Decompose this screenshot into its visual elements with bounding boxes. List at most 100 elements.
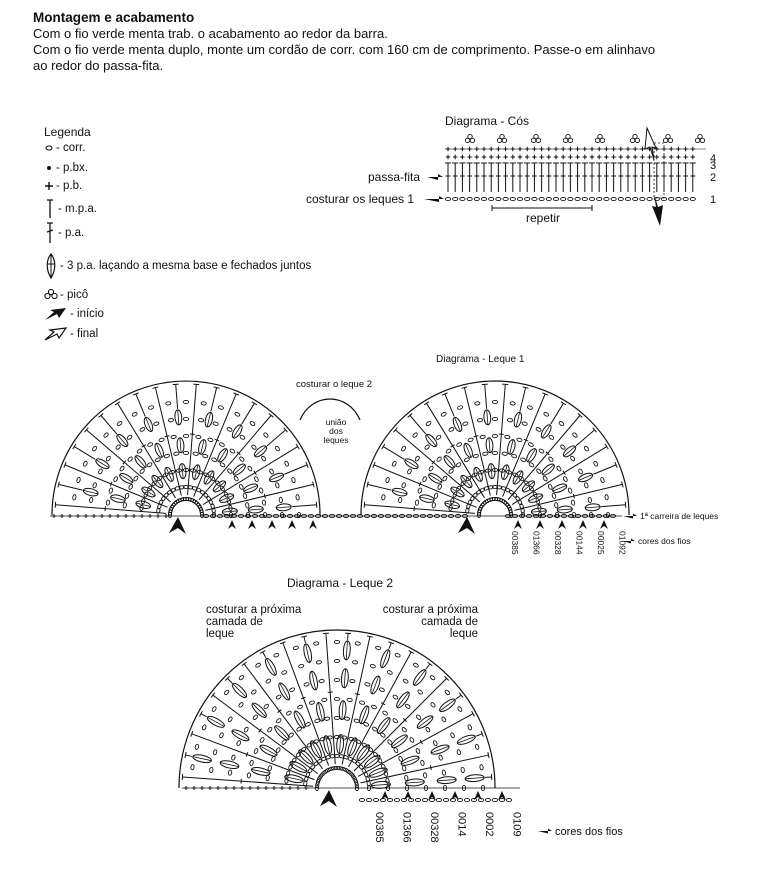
single-crochet bbox=[661, 154, 667, 160]
fan-outline bbox=[178, 629, 496, 789]
single-crochet bbox=[264, 786, 268, 790]
chain-stitch bbox=[218, 442, 225, 447]
picot-stitch bbox=[665, 133, 671, 140]
legend-item-start: - início bbox=[44, 307, 104, 321]
chain-stitch bbox=[108, 487, 114, 494]
cluster-stitch bbox=[154, 442, 164, 458]
chain-stitch bbox=[479, 434, 486, 440]
cluster-stitch bbox=[487, 463, 496, 480]
chain-stitch bbox=[236, 740, 242, 747]
cluster-stitch bbox=[460, 474, 473, 489]
cluster-stitch bbox=[309, 670, 319, 691]
chain-stitch bbox=[560, 196, 567, 202]
single-crochet bbox=[669, 146, 674, 152]
color-code-4: 00025 bbox=[596, 531, 606, 555]
chain-stitch bbox=[246, 772, 251, 779]
chain-stitch bbox=[401, 482, 406, 489]
chain-stitch bbox=[528, 485, 534, 492]
cos-double-crochet bbox=[560, 162, 567, 192]
picot-stitch bbox=[533, 133, 539, 140]
single-crochet bbox=[467, 154, 472, 160]
cluster-stitch bbox=[164, 466, 174, 482]
chain-stitch bbox=[251, 513, 259, 519]
color-start-arrow bbox=[498, 791, 506, 800]
chain-stitch bbox=[187, 485, 194, 490]
picot-stitch bbox=[694, 137, 701, 144]
cluster-stitch bbox=[116, 433, 129, 448]
fan-ray bbox=[575, 427, 597, 447]
chain-stitch bbox=[405, 513, 413, 519]
chain-stitch bbox=[440, 412, 447, 417]
chain-stitch bbox=[469, 495, 475, 502]
chain-stitch bbox=[284, 460, 289, 467]
chain-stitch bbox=[459, 196, 466, 202]
cluster-core bbox=[343, 668, 346, 688]
chain-stitch bbox=[175, 498, 182, 504]
chain-stitch bbox=[343, 767, 349, 773]
single-crochet bbox=[561, 154, 566, 160]
fan-ray bbox=[210, 692, 319, 775]
half-double-crochet-icon bbox=[47, 199, 53, 218]
chain-stitch bbox=[113, 476, 118, 483]
picot-stitch bbox=[662, 137, 669, 144]
chain-stitch bbox=[521, 421, 528, 426]
cluster-stitch bbox=[363, 754, 381, 769]
chain-stitch bbox=[333, 715, 341, 721]
chain-stitch bbox=[89, 496, 94, 504]
chain-stitch bbox=[588, 513, 596, 519]
chain-stitch bbox=[516, 196, 524, 202]
chain-stitch bbox=[682, 196, 689, 202]
slip-stitch-icon bbox=[47, 166, 51, 170]
fan-ray bbox=[481, 383, 488, 409]
chain-stitch bbox=[265, 678, 272, 684]
cluster-core bbox=[339, 734, 342, 754]
chain-stitch bbox=[166, 489, 173, 495]
chain-stitch bbox=[498, 797, 506, 803]
cluster-stitch bbox=[396, 691, 410, 709]
chain-stitch bbox=[402, 765, 407, 772]
cos-double-crochet bbox=[639, 162, 646, 192]
cos-double-crochet bbox=[445, 162, 451, 192]
chain-stitch bbox=[675, 196, 682, 202]
chain-stitch bbox=[242, 492, 248, 499]
fan-ray bbox=[357, 710, 475, 777]
chain-stitch bbox=[298, 663, 305, 669]
chain-stitch bbox=[554, 502, 559, 509]
uniao-line-2: dos bbox=[329, 426, 343, 436]
chain-stitch bbox=[554, 511, 560, 519]
cos-double-crochet bbox=[553, 162, 559, 192]
cluster-stitch bbox=[512, 470, 524, 485]
chain-stitch bbox=[595, 513, 603, 519]
chain-stitch bbox=[355, 739, 362, 744]
chain-stitch bbox=[484, 468, 491, 473]
cores-label-2: cores dos fios bbox=[555, 826, 623, 838]
cos-double-crochet bbox=[653, 162, 660, 192]
cos-double-crochet bbox=[538, 162, 545, 192]
chain-stitch bbox=[307, 767, 313, 774]
chain-stitch bbox=[172, 501, 178, 507]
chain-stitch bbox=[228, 511, 234, 519]
chain-stitch bbox=[202, 453, 209, 459]
cos-double-crochet bbox=[567, 162, 574, 192]
chain-stitch bbox=[305, 722, 311, 727]
chain-stitch bbox=[456, 797, 464, 803]
chain-stitch bbox=[603, 196, 610, 202]
chain-stitch bbox=[157, 503, 162, 510]
chain-stitch bbox=[483, 486, 490, 491]
cluster-core bbox=[305, 643, 311, 663]
chain-stitch bbox=[227, 468, 233, 474]
cos-double-crochet bbox=[581, 162, 588, 192]
cluster-stitch bbox=[368, 767, 388, 778]
cluster-core bbox=[515, 412, 521, 428]
chain-stitch bbox=[476, 511, 482, 519]
single-crochet bbox=[575, 146, 580, 152]
chain-stitch bbox=[487, 497, 494, 502]
chain-stitch bbox=[477, 797, 485, 803]
chain-stitch bbox=[167, 511, 173, 519]
row-start-arrow bbox=[288, 520, 296, 529]
cluster-stitch bbox=[356, 744, 371, 762]
chain-stitch bbox=[414, 455, 420, 462]
single-crochet bbox=[690, 146, 695, 152]
single-crochet bbox=[503, 154, 508, 160]
